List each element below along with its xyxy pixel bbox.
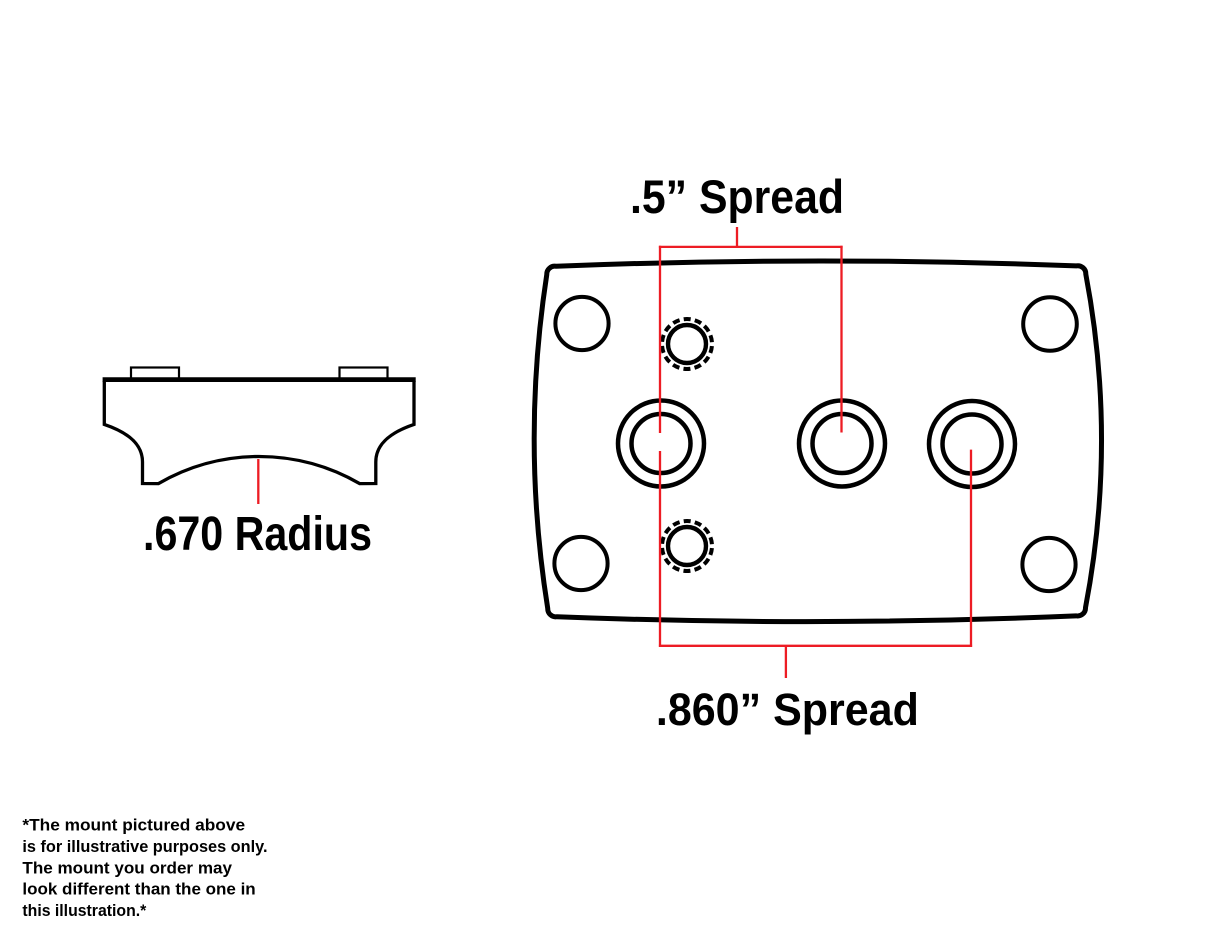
svg-text:this illustration.*: this illustration.*	[22, 902, 147, 920]
svg-text:.670 Radius: .670 Radius	[143, 508, 372, 561]
svg-text:.860” Spread: .860” Spread	[656, 684, 919, 735]
svg-text:look different than the one in: look different than the one in	[22, 881, 255, 899]
svg-text:*The mount pictured above: *The mount pictured above	[22, 817, 245, 835]
svg-text:is for illustrative purposes o: is for illustrative purposes only.	[22, 838, 267, 856]
svg-text:.5” Spread: .5” Spread	[630, 171, 844, 224]
svg-text:The mount you order may: The mount you order may	[22, 859, 232, 877]
